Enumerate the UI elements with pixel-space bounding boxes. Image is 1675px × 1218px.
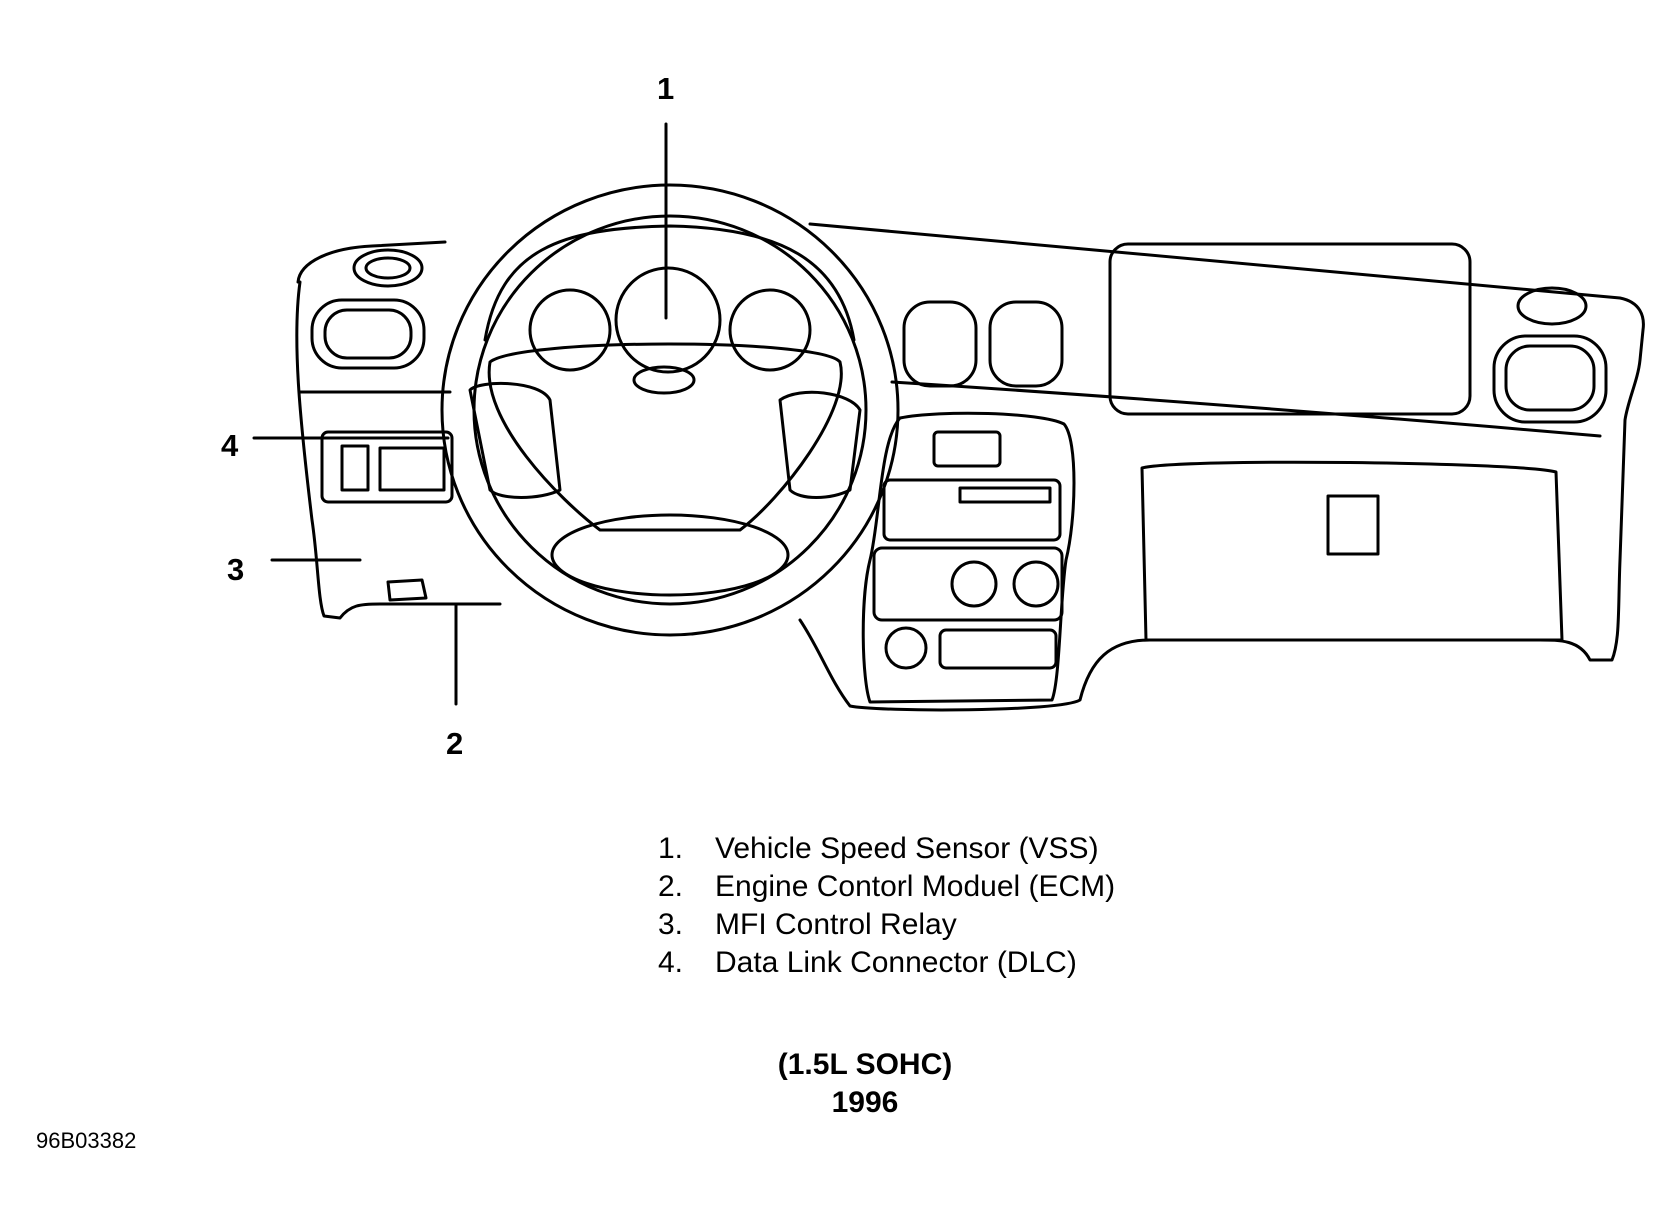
legend-item-4: 4. Data Link Connector (DLC): [658, 944, 1115, 982]
glove-box-latch: [1326, 494, 1380, 556]
left-round-vent-inner: [364, 256, 412, 280]
radio-unit: [882, 478, 1062, 542]
legend-label: Vehicle Speed Sensor (VSS): [715, 832, 1099, 865]
legend-item-2: 2. Engine Contorl Moduel (ECM): [658, 868, 1115, 906]
steering-wheel-inner: [472, 214, 868, 606]
dashboard-illustration: [252, 122, 1645, 712]
left-side-vent: [310, 298, 426, 370]
wheel-bottom-spoke: [550, 513, 790, 597]
center-vent-left: [902, 300, 978, 388]
callout-1: 1: [657, 71, 675, 106]
caption: (1.5L SOHC) 1996: [720, 1046, 1010, 1122]
steering-wheel-outer: [440, 183, 900, 637]
hyundai-logo: [632, 365, 696, 395]
right-round-vent: [1516, 286, 1588, 326]
dlc-connector: [340, 444, 370, 492]
center-vent-right: [988, 300, 1064, 388]
legend-number: 3.: [658, 908, 684, 941]
leader-lines: [252, 122, 668, 706]
center-stack: [861, 411, 1076, 704]
mfi-relay-cover: [386, 578, 428, 602]
ashtray: [938, 628, 1058, 670]
instrument-cluster: [483, 224, 856, 342]
year-caption: 1996: [831, 1086, 899, 1119]
legend-item-1: 1. Vehicle Speed Sensor (VSS): [658, 830, 1115, 868]
gauge-left: [528, 288, 612, 372]
fan-knob: [950, 560, 998, 608]
legend-item-3: 3. MFI Control Relay: [658, 906, 1115, 944]
legend-number: 1.: [658, 832, 684, 865]
callout-2: 2: [446, 726, 464, 761]
legend: 1. Vehicle Speed Sensor (VSS) 2. Engine …: [658, 830, 1115, 982]
dash-upper-trim: [298, 380, 1602, 438]
legend-label: Engine Contorl Moduel (ECM): [715, 870, 1116, 903]
engine-caption: (1.5L SOHC): [777, 1048, 953, 1081]
legend-number: 4.: [658, 946, 684, 979]
legend-label: Data Link Connector (DLC): [715, 946, 1077, 979]
right-side-vent-inner: [1504, 344, 1596, 412]
temp-knob: [1012, 560, 1060, 608]
passenger-airbag-panel: [1108, 242, 1472, 416]
wheel-left-spoke: [468, 381, 562, 499]
legend-number: 2.: [658, 870, 684, 903]
dlc-slot: [378, 446, 446, 492]
lighter-knob: [884, 626, 928, 670]
glove-box: [1140, 460, 1564, 642]
callout-4: 4: [221, 428, 239, 463]
callout-3: 3: [227, 552, 245, 587]
clock-panel: [932, 430, 1002, 468]
wheel-hub: [487, 342, 843, 532]
legend-label: MFI Control Relay: [715, 908, 957, 941]
figure-id: 96B03382: [36, 1128, 137, 1153]
wheel-right-spoke: [778, 390, 862, 499]
dlc-panel: [320, 430, 454, 504]
gauge-right: [728, 288, 812, 372]
left-side-vent-inner: [323, 308, 413, 360]
right-side-vent: [1492, 334, 1608, 424]
left-round-vent: [352, 248, 424, 288]
climate-panel: [872, 546, 1064, 622]
gauge-center: [614, 266, 722, 374]
cassette-slot: [958, 486, 1052, 504]
